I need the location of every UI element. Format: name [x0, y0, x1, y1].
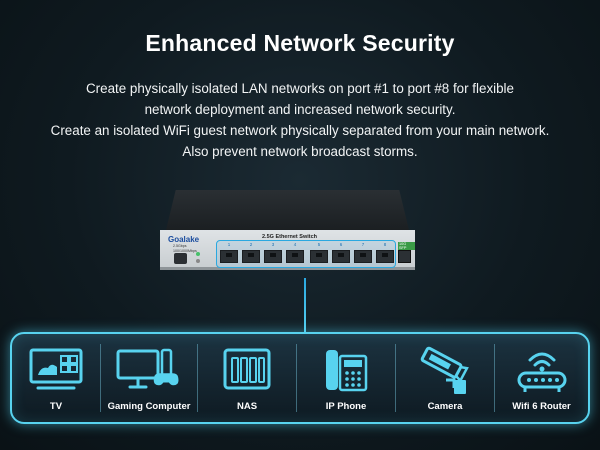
device-wifi-router: Wifi 6 Router [495, 334, 588, 422]
device-label: TV [49, 401, 63, 412]
port-number: 3 [271, 242, 275, 247]
port-number: 7 [361, 242, 365, 247]
device-label: Camera [427, 401, 463, 412]
divider [395, 344, 396, 412]
divider [296, 344, 297, 412]
ip-phone-icon [326, 350, 368, 392]
sfp-port [398, 250, 411, 263]
ethernet-switch: Goalake 2.5Gbps 100/1000Mbps 2.5G Ethern… [160, 190, 415, 285]
ethernet-port [332, 250, 350, 263]
device-tv: TV [12, 334, 100, 422]
device-ip-phone: IP Phone [297, 334, 395, 422]
switch-spec: 2.5Gbps 100/1000Mbps [173, 244, 197, 254]
device-label: Wifi 6 Router [512, 401, 571, 412]
device-bar: TV Gaming Computer NAS [10, 332, 590, 424]
gaming-computer-icon [116, 348, 179, 389]
description: Create physically isolated LAN networks … [0, 78, 600, 162]
tv-icon [29, 348, 83, 390]
description-line: Also prevent network broadcast storms. [182, 144, 418, 159]
description-line: network deployment and increased network… [144, 102, 456, 117]
description-line: Create an isolated WiFi guest network ph… [50, 123, 550, 138]
status-led [196, 259, 200, 263]
port-number: 5 [317, 242, 321, 247]
power-led [196, 252, 200, 256]
device-label: Gaming Computer [107, 401, 191, 412]
port-number: 4 [293, 242, 297, 247]
ethernet-port [354, 250, 372, 263]
switch-brand-logo: Goalake [168, 235, 200, 244]
page-title: Enhanced Network Security [145, 30, 455, 56]
port-number: 6 [339, 242, 343, 247]
device-gaming-computer: Gaming Computer [101, 334, 197, 422]
nas-icon [223, 348, 271, 390]
dc-power-jack [174, 253, 187, 264]
ethernet-port [264, 250, 282, 263]
wifi-router-icon [517, 352, 566, 392]
switch-spec-line: 2.5Gbps [173, 244, 187, 248]
device-nas: NAS [198, 334, 296, 422]
sfp-label: 10G SFP [398, 242, 415, 250]
divider [494, 344, 495, 412]
switch-model-title: 2.5G Ethernet Switch [262, 234, 318, 240]
connection-line [304, 278, 306, 332]
port-number: 8 [383, 242, 387, 247]
port-number: 1 [227, 242, 231, 247]
ethernet-port [376, 250, 394, 263]
port-number: 2 [249, 242, 253, 247]
device-label: IP Phone [325, 401, 367, 412]
switch-top-panel [166, 190, 409, 230]
divider [197, 344, 198, 412]
ethernet-port [220, 250, 238, 263]
divider [100, 344, 101, 412]
ethernet-port [242, 250, 260, 263]
security-camera-icon [420, 346, 469, 394]
device-camera: Camera [396, 334, 494, 422]
device-label: NAS [236, 401, 258, 412]
ethernet-port [310, 250, 328, 263]
switch-spec-line: 100/1000Mbps [173, 249, 197, 253]
ethernet-port [286, 250, 304, 263]
description-line: Create physically isolated LAN networks … [86, 81, 514, 96]
